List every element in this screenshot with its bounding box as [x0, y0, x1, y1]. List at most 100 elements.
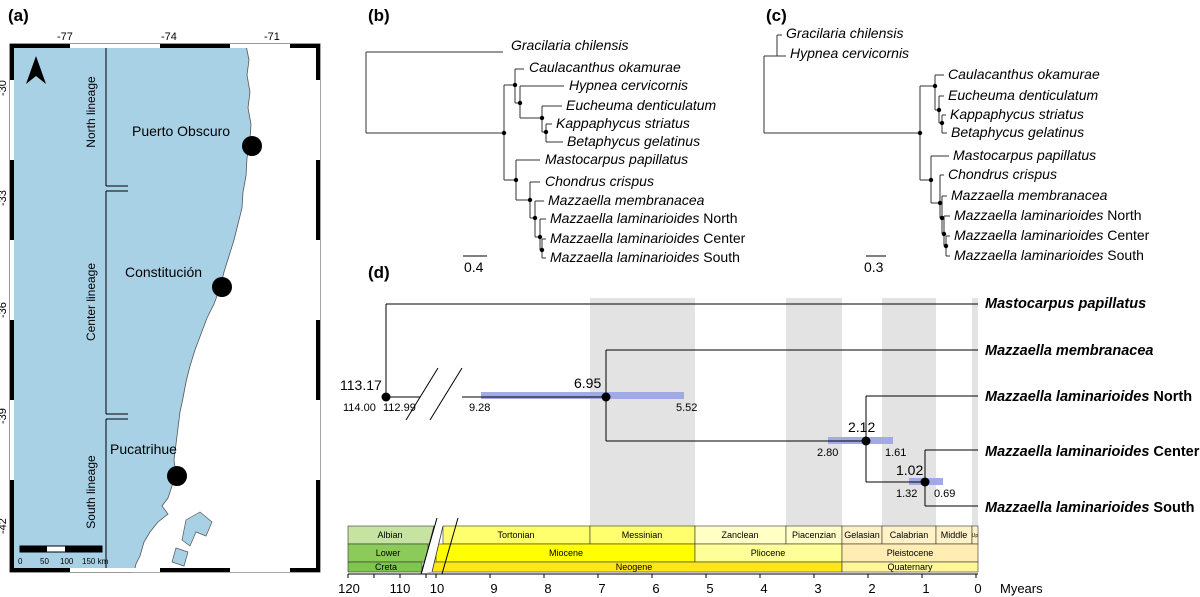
node-ci-low: 2.80 — [817, 447, 838, 459]
time-axis-ticks — [347, 574, 977, 578]
map-bottom-bar — [10, 568, 320, 572]
map-bottom-bar-seg — [70, 568, 160, 572]
ci-bar — [481, 392, 684, 399]
taxon-label: Mazzaella laminarioides North — [954, 207, 1142, 223]
epoch-label: Miocene — [549, 548, 583, 558]
taxon-label: Mazzaella membranacea — [548, 192, 705, 208]
map-top-bar-seg — [70, 44, 160, 48]
stage-label: Piacenzian — [792, 530, 836, 540]
timescale-break-line — [431, 525, 444, 573]
node-age: 113.17 — [340, 377, 382, 393]
taxon-label: Mazzaella laminarioides North — [550, 210, 738, 226]
axis-unit: Myears — [1000, 581, 1043, 596]
node-ci-low: 114.00 — [343, 402, 376, 414]
node-age: 2.12 — [848, 419, 875, 435]
taxon-label: Kappaphycus striatus — [950, 106, 1084, 122]
stage-label: Up — [972, 533, 979, 539]
taxon-label: Mazzaella laminarioides South — [954, 247, 1144, 263]
stage-label: Gelasian — [844, 530, 880, 540]
panel-label-c: (c) — [766, 6, 787, 25]
taxon-label: Mazzaella membranacea — [985, 343, 1153, 359]
lon-tick: -77 — [57, 31, 73, 43]
tree-c-labels: Gracilaria chilensis Hypnea cervicornis … — [786, 25, 1150, 263]
axis-tick-label: 110 — [390, 581, 411, 596]
epoch-label: Lower — [376, 548, 401, 558]
scale-label: 100 — [60, 557, 74, 566]
map-right-bar-seg — [316, 80, 320, 160]
axis-break — [441, 517, 459, 575]
node-ci-high: 0.69 — [934, 488, 955, 500]
node-ci-low: 1.32 — [896, 488, 917, 500]
epoch-label: Pliocene — [751, 548, 786, 558]
taxon-label: Betaphycus gelatinus — [951, 124, 1084, 140]
taxon-label: Caulacanthus okamurae — [529, 59, 681, 75]
map-bottom-bar-seg — [230, 568, 290, 572]
map-top-bar-seg — [230, 44, 290, 48]
period-creta — [347, 561, 423, 573]
map-islands-2 — [171, 547, 189, 567]
lineage-label-center: Center lineage — [84, 263, 98, 341]
taxon-label: Mastocarpus papillatus — [953, 147, 1096, 163]
taxon-label: Hypnea cervicornis — [790, 45, 909, 61]
axis-break — [420, 517, 438, 575]
taxon-label: Mazzaella laminarioides Center — [985, 444, 1200, 460]
north-arrow-icon — [26, 56, 46, 84]
axis-tick-label: 120 — [338, 581, 360, 596]
site-marker — [242, 136, 262, 156]
lat-tick: -36 — [0, 302, 9, 318]
scale-label: 150 km — [82, 557, 109, 566]
site-marker — [167, 466, 187, 486]
tree-c — [763, 34, 950, 257]
stage-label: Zanclean — [721, 530, 758, 540]
map-left-bar-seg — [10, 240, 14, 320]
lat-tick: -42 — [0, 518, 9, 534]
axis-tick-label: 4 — [760, 581, 767, 596]
taxon-label: Mazzaella laminarioides Center — [954, 227, 1150, 243]
axis-tick-label: 1 — [922, 581, 929, 596]
axis-tick-label: 5 — [706, 581, 713, 596]
stage-label: Middle — [941, 530, 968, 540]
lon-tick: -74 — [161, 31, 177, 43]
tree-c-scale-label: 0.3 — [864, 259, 884, 275]
geologic-timescale — [347, 525, 979, 573]
scale-label: 0 — [18, 557, 23, 566]
tree-b-scale-label: 0.4 — [464, 259, 484, 275]
axis-tick-label: 7 — [598, 581, 605, 596]
period-label: Neogene — [616, 562, 653, 572]
taxon-label: Betaphycus gelatinus — [567, 133, 700, 149]
taxon-label: Mazzaella laminarioides South — [985, 500, 1195, 516]
panel-label-a: (a) — [8, 6, 29, 25]
node-age: 6.95 — [574, 375, 601, 391]
taxon-label: Mastocarpus papillatus — [545, 151, 688, 167]
tree-b-node-dots — [501, 82, 549, 253]
taxon-label: Eucheuma denticulatum — [948, 87, 1099, 103]
scale-bar-seg — [20, 546, 47, 552]
taxon-label: Mazzaella laminarioides South — [550, 249, 740, 265]
axis-tick-label: 8 — [544, 581, 551, 596]
tree-c-node-dots — [917, 83, 949, 249]
taxon-label: Kappaphycus striatus — [556, 115, 690, 131]
stage-label: Messinian — [622, 530, 663, 540]
node-age: 1.02 — [896, 462, 923, 478]
ci-bars — [481, 392, 943, 485]
period-quaternary — [841, 561, 979, 573]
node-ci-low: 9.28 — [469, 402, 490, 414]
taxon-label: Mazzaella membranacea — [951, 187, 1108, 203]
axis-tick-label: 2 — [868, 581, 875, 596]
scale-label: 50 — [40, 557, 49, 566]
stage-label: Calabrian — [890, 530, 929, 540]
panel-label-b: (b) — [368, 6, 390, 25]
taxon-label: Chondrus crispus — [948, 166, 1057, 182]
scale-bar-seg — [65, 546, 102, 552]
stage-shading — [590, 298, 978, 527]
axis-tick-label: 9 — [490, 581, 497, 596]
axis-tick-label: 0 — [974, 581, 981, 596]
site-label-constitucion: Constitución — [125, 264, 202, 280]
taxon-label: Hypnea cervicornis — [569, 77, 688, 93]
taxon-label: Caulacanthus okamurae — [948, 66, 1100, 82]
map-right-bar-seg — [316, 240, 320, 320]
node-dot — [920, 477, 930, 487]
axis-tick-label: 6 — [652, 581, 659, 596]
lat-tick: -33 — [0, 190, 9, 206]
taxon-label: Chondrus crispus — [545, 173, 654, 189]
